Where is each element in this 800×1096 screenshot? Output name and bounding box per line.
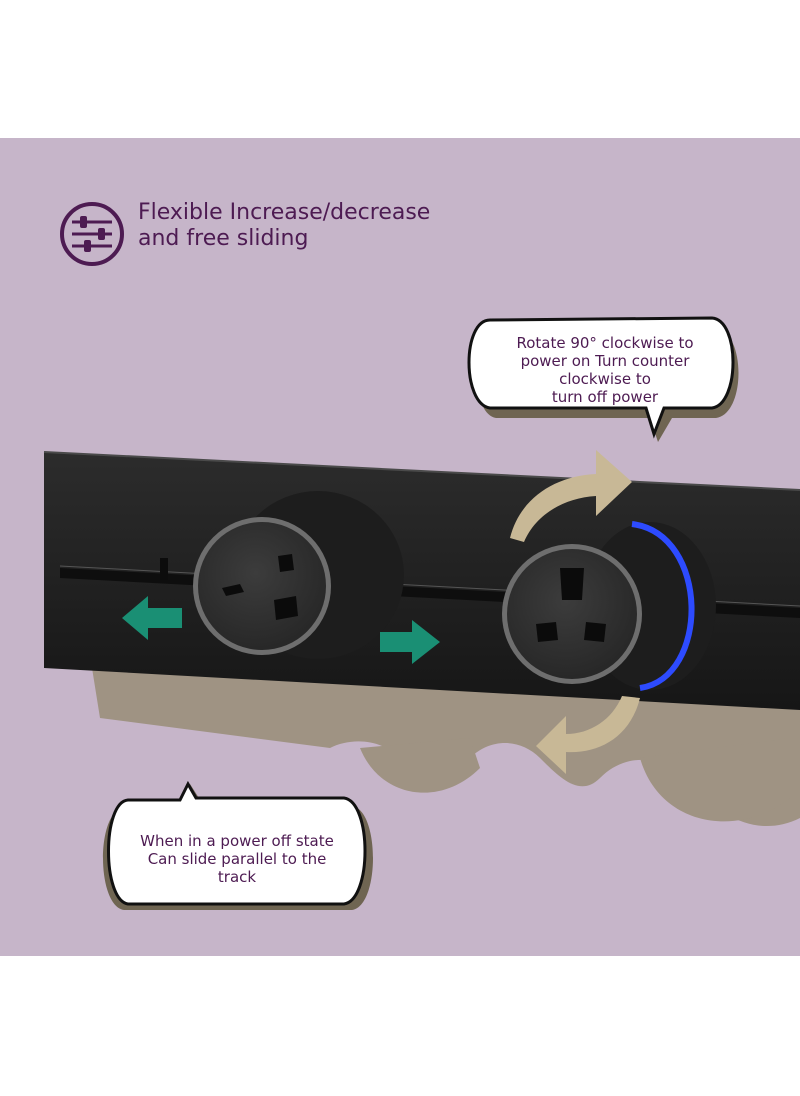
rotate-callout-line: turn off power bbox=[551, 388, 659, 406]
slide-callout-line: track bbox=[217, 868, 257, 886]
socket-right-pin bbox=[584, 622, 606, 642]
product-panel: Flexible Increase/decrease and free slid… bbox=[0, 138, 800, 956]
socket-left-pin bbox=[222, 584, 244, 596]
slide-right-arrow bbox=[380, 620, 440, 664]
feature-title-line: Flexible Increase/decrease bbox=[138, 200, 431, 225]
slide-left-arrow bbox=[122, 596, 182, 640]
track-end-slot bbox=[160, 558, 168, 580]
slide-callout-line: When in a power off state bbox=[140, 832, 334, 850]
rotate-callout-line: Rotate 90° clockwise to bbox=[516, 334, 694, 352]
socket-right-pin bbox=[560, 568, 584, 600]
slide-callout-bubble bbox=[103, 780, 373, 910]
feature-icon-space bbox=[58, 200, 126, 268]
track-top-edge bbox=[43, 451, 800, 491]
socket-left-face bbox=[198, 522, 326, 650]
rotate-clockwise-arrow bbox=[510, 450, 632, 542]
socket-left-pin bbox=[278, 554, 294, 572]
socket-left-pin bbox=[274, 596, 298, 620]
feature-title-line: and free sliding bbox=[138, 226, 309, 251]
rotate-callout-text: Rotate 90° clockwise to power on Turn co… bbox=[478, 334, 732, 406]
power-track-illustration bbox=[43, 202, 800, 910]
feature-heading: Flexible Increase/decrease and free slid… bbox=[58, 200, 430, 268]
slide-callout-text: When in a power off state Can slide para… bbox=[112, 832, 362, 886]
socket-left[interactable] bbox=[193, 491, 404, 659]
track-shadow-bump-left bbox=[360, 738, 480, 793]
power-indicator-ring bbox=[631, 521, 695, 691]
socket-right-face bbox=[507, 549, 637, 679]
track-shadow-bump-right bbox=[640, 738, 790, 822]
rotate-callout-line: power on Turn counter bbox=[520, 352, 690, 370]
rotate-callout-bubble bbox=[467, 316, 739, 442]
socket-right[interactable] bbox=[502, 521, 716, 691]
feature-title: Flexible Increase/decrease and free slid… bbox=[138, 200, 430, 252]
sliders-icon bbox=[60, 202, 124, 266]
slide-callout-line: Can slide parallel to the bbox=[147, 850, 327, 868]
socket-right-pin bbox=[536, 622, 558, 642]
rotate-callout-line: clockwise to bbox=[559, 370, 651, 388]
rotate-counterclockwise-arrow bbox=[536, 696, 640, 774]
